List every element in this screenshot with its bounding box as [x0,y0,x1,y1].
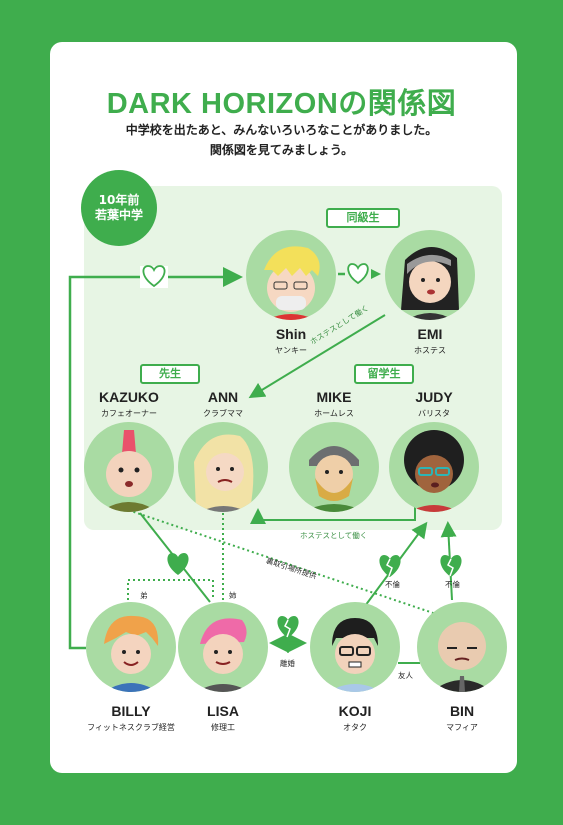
label-friend: 友人 [398,671,413,680]
role-billy: フィットネスクラブ経営 [87,723,175,732]
tag-classmates: 同級生 [326,208,400,228]
label-affair-koji: 不倫 [385,580,400,589]
avatar-bin[interactable] [417,602,507,692]
name-ann: ANN [207,389,239,405]
avatar-shin[interactable] [246,230,336,320]
avatar-billy[interactable] [86,602,176,692]
name-lisa: LISA [207,703,239,719]
role-ann: クラブママ [203,409,243,418]
role-judy: バリスタ [418,409,450,418]
name-judy: JUDY [415,389,453,405]
role-lisa: 修理工 [211,723,235,732]
name-kazuko: KAZUKO [99,389,159,405]
role-mike: ホームレス [314,409,354,418]
role-emi: ホステス [414,346,446,355]
label-older-sister: 姉 [229,591,237,600]
role-shin: ヤンキー [275,346,307,355]
role-kazuko: カフェオーナー [101,409,157,418]
tag-teacher: 先生 [140,364,200,384]
label-younger-brother: 弟 [140,591,148,600]
label-judy-ann: ホステスとして働く [300,531,368,540]
subtitle-line-1: 中学校を出たあと、みんないろいろなことがありました。 [125,123,438,137]
tag-exchange: 留学生 [354,364,414,384]
school-badge: 10年前 若葉中学 [81,170,157,246]
label-affair-bin: 不倫 [445,580,460,589]
badge-school: 若葉中学 [94,208,143,222]
label-divorce: 離婚 [280,659,295,668]
name-koji: KOJI [338,703,372,719]
name-shin: Shin [275,326,307,342]
name-billy: BILLY [111,703,151,719]
avatar-judy[interactable] [389,422,479,512]
name-emi: EMI [417,326,443,342]
page-title: DARK HORIZONの関係図 [106,88,457,120]
avatar-mike[interactable] [289,422,379,512]
badge-years: 10年前 [98,193,140,207]
role-koji: オタク [343,723,367,732]
avatar-lisa[interactable] [178,602,268,692]
avatar-ann[interactable] [178,422,268,512]
avatar-kazuko[interactable] [84,422,174,512]
avatar-koji[interactable] [310,602,400,692]
avatar-emi[interactable] [385,230,475,320]
role-bin: マフィア [446,723,478,732]
name-mike: MIKE [316,389,352,405]
name-bin: BIN [449,703,475,719]
subtitle-line-2: 関係図を見てみましょう。 [209,143,354,157]
